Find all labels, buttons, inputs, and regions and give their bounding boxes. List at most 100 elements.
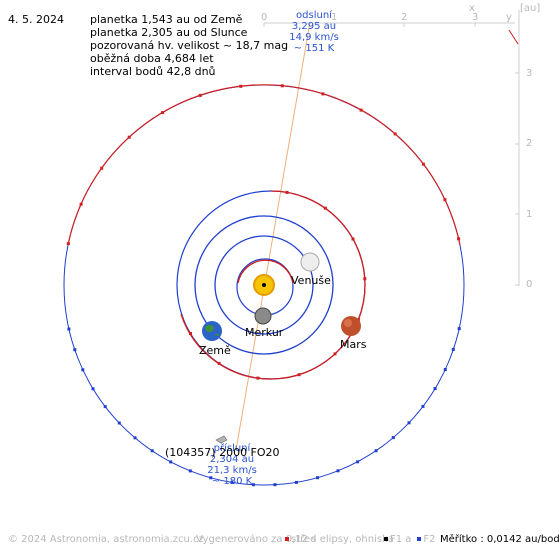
asteroid-icon: [215, 435, 228, 444]
asteroid-orbit-point: [103, 405, 107, 409]
asteroid-orbit-point: [66, 242, 70, 246]
asteroid-orbit-point: [79, 202, 83, 206]
x-tick-label-3: 3: [472, 12, 479, 23]
mars-orbit-point: [363, 277, 367, 281]
info-line-interval: interval bodů 42,8 dnů: [90, 65, 216, 78]
mars-orbit-point: [297, 373, 301, 377]
sun-focus-dot: [262, 283, 266, 287]
asteroid-orbit-point: [127, 135, 131, 139]
mars-orbit-point: [189, 332, 192, 335]
legend-center: střed elipsy, ohniska: [285, 534, 394, 545]
asteroid-orbit-point: [161, 111, 165, 115]
copyright: © 2024 Astronomia, astronomia.zcu.cz: [8, 534, 204, 545]
info-line-magnitude: pozorovaná hv. velikost ~ 18,7 mag: [90, 39, 289, 52]
legend-foci: F1 a F2: [384, 534, 436, 545]
orbit-points: [66, 84, 461, 487]
asteroid-orbit-point: [421, 162, 425, 166]
info-line-distance-earth: planetka 1,543 au od Země: [90, 13, 243, 26]
asteroid-orbit-point: [433, 387, 437, 390]
legend-f2-swatch: [417, 536, 422, 541]
y-tick-label-2: 2: [526, 138, 533, 149]
asteroid-orbit-point: [239, 84, 243, 88]
asteroid-orbit-point: [407, 421, 411, 425]
asteroid-orbit-point: [230, 480, 234, 484]
asteroid-orbit-point: [374, 449, 378, 453]
legend-f1-swatch: [384, 536, 388, 541]
asteroid-orbit-point: [336, 469, 340, 473]
x-axis: [263, 22, 515, 27]
aphelion-info: odsluní 3,295 au 14,9 km/s ~ 151 K: [284, 10, 344, 54]
x-tick-label-1: 1: [331, 12, 338, 23]
perihelion-temperature: ~ 180 K: [211, 476, 253, 487]
mars-orbit-point: [351, 237, 355, 241]
mars-orbit-point: [333, 352, 337, 356]
legend-center-swatch: [285, 536, 289, 541]
asteroid-orbit-point: [280, 84, 284, 88]
asteroid-orbit-point: [81, 368, 85, 372]
mars-label: Mars: [340, 338, 367, 351]
asteroid-orbit-point: [67, 327, 71, 331]
asteroid-orbit-point: [356, 460, 360, 464]
perihelion-info: přísluní 2,304 au 21,3 km/s ~ 180 K: [200, 443, 264, 487]
apsidal-line: [235, 21, 311, 451]
asteroid-orbit-point: [391, 436, 395, 440]
asteroid-orbit-point: [117, 421, 121, 425]
info-line-period: oběžná doba 4,684 let: [90, 52, 214, 65]
venus-icon: [300, 252, 320, 272]
mars-orbit-red: [180, 190, 366, 380]
legend-f1-label: F1 a: [390, 534, 412, 545]
asteroid-orbit-point: [393, 132, 397, 136]
asteroid-orbit-point: [443, 368, 447, 371]
earth-label: Země: [199, 344, 231, 357]
mercury-orbit-red: [237, 259, 294, 284]
y-tick-label-0: 0: [526, 279, 533, 290]
asteroid-orbit-point: [150, 449, 154, 453]
asteroid-orbit-point: [443, 198, 447, 202]
legend-center-label: střed elipsy, ohniska: [291, 534, 394, 545]
asteroid-orbit-point: [359, 108, 363, 112]
asteroid-orbit-point: [169, 460, 173, 464]
asteroid-orbit-point: [198, 93, 202, 97]
asteroid-orbit-point: [321, 92, 325, 96]
asteroid-orbit-point: [316, 476, 319, 480]
asteroid-orbit-point: [133, 436, 137, 440]
generated-time: Vygenerováno za 0,12 s: [196, 534, 317, 545]
perihelion-speed: 21,3 km/s: [207, 465, 257, 476]
mercury-label: Merkur: [245, 326, 284, 339]
unit-label: [au]: [520, 3, 541, 14]
asteroid-orbit-point: [73, 348, 77, 352]
perihelion-distance: 2,304 au: [209, 454, 255, 465]
x-tick-label-2: 2: [401, 12, 408, 23]
asteroid-orbit-point: [457, 237, 461, 241]
mars-icon: [341, 316, 361, 336]
x-tick-label-0: 0: [261, 12, 268, 23]
venus-orbit: [214, 235, 314, 335]
date-label: 4. 5. 2024: [8, 13, 64, 26]
asteroid-orbit-point: [273, 483, 277, 487]
aphelion-title: odsluní: [296, 10, 332, 21]
mars-highlight: [344, 319, 352, 327]
asteroid-orbit-point: [457, 327, 461, 331]
x-axis-label: x: [469, 3, 475, 14]
earth-orbit: [194, 215, 334, 355]
asteroid-orbit-point: [209, 476, 213, 480]
scale-label: Měřítko : 0,0142 au/bod: [440, 534, 560, 545]
mars-orbit-point: [285, 190, 289, 194]
asteroid-orbit-red-arc: [67, 84, 461, 246]
asteroid-orbit-point: [251, 483, 255, 487]
info-line-distance-sun: planetka 2,305 au od Slunce: [90, 26, 248, 39]
asteroid-orbit-point: [100, 166, 104, 170]
perihelion-title: přísluní: [213, 443, 251, 454]
y-tick-label-1: 1: [526, 209, 533, 220]
mercury-icon: [254, 307, 272, 325]
aphelion-speed: 14,9 km/s: [289, 32, 339, 43]
legend-f2-label: F2: [423, 534, 436, 545]
asteroid-label: (104357) 2000 FO20: [165, 446, 280, 459]
asteroid-orbit-point: [91, 387, 95, 391]
aphelion-distance: 3,295 au: [291, 21, 337, 32]
asteroid-orbit-point: [451, 347, 455, 351]
mars-orbit-point: [217, 361, 221, 365]
earth-land: [205, 324, 220, 336]
venus-label: Venuše: [291, 274, 331, 287]
